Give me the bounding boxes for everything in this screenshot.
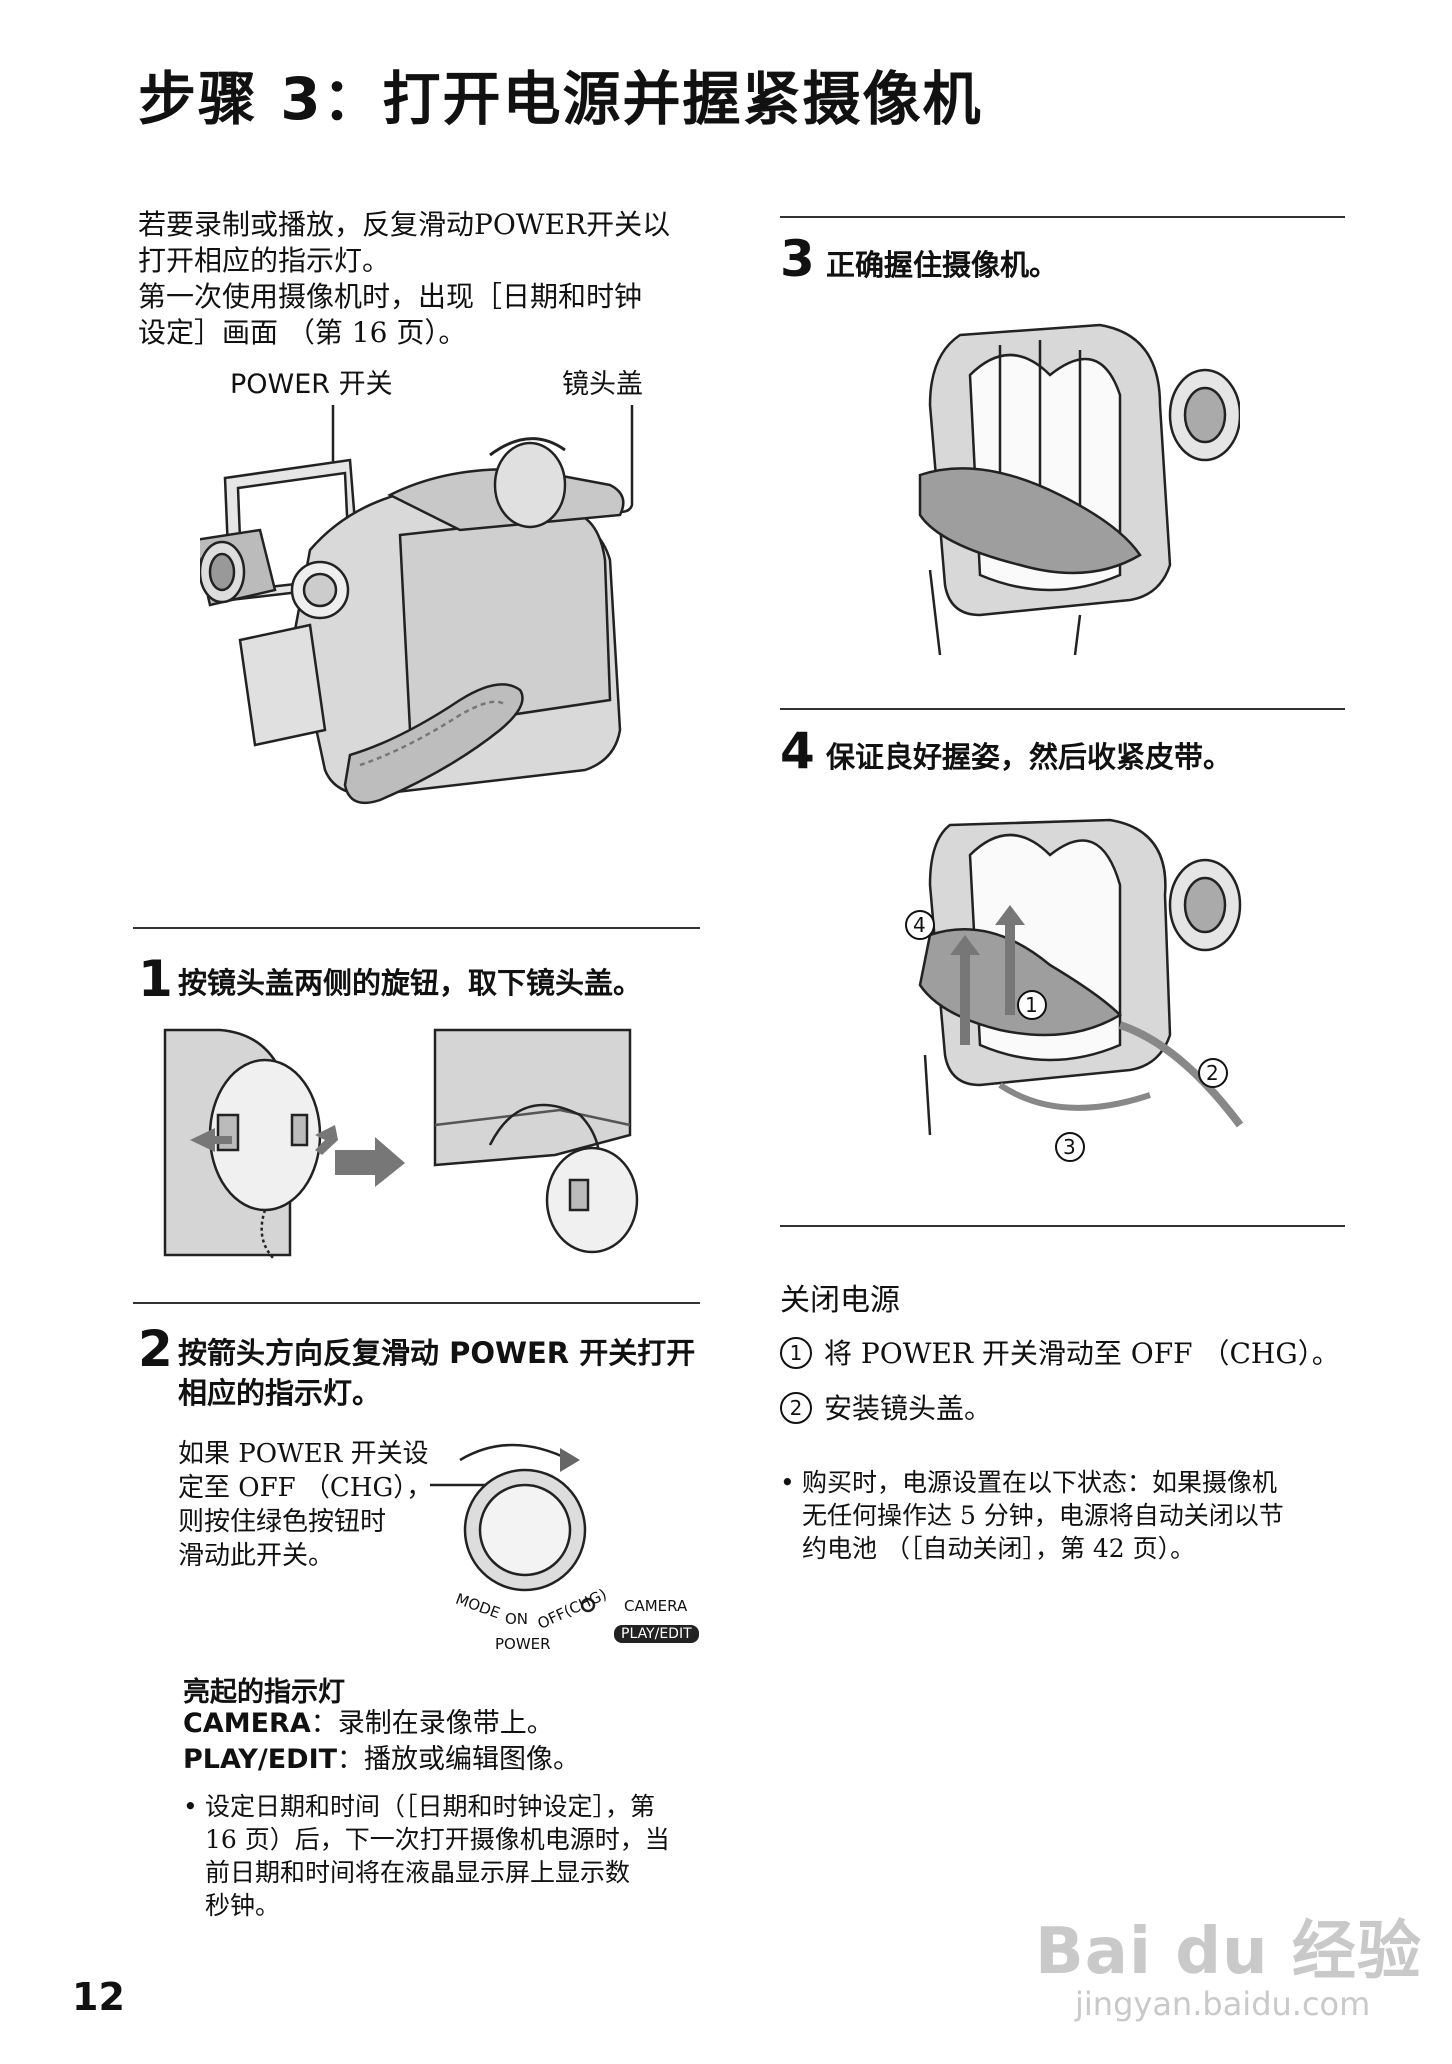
- item-number: 2: [780, 1392, 812, 1424]
- lamps-heading: 亮起的指示灯: [183, 1677, 345, 1708]
- divider: [133, 1302, 700, 1304]
- lamp-playedit-desc: ：播放或编辑图像。: [337, 1744, 581, 1775]
- intro-line: 打开相应的指示灯。: [138, 244, 391, 277]
- intro-line: 若要录制或播放，反复滑动POWER开关以: [138, 208, 671, 241]
- bullet-line: 约电池 （［自动关闭］，第 42 页）。: [802, 1534, 1196, 1563]
- lamps-bullet: • 设定日期和时间（［日期和时钟设定］，第 16 页）后，下一次打开摄像机电源时…: [183, 1790, 703, 1922]
- power-off-bullet: • 购买时，电源设置在以下状态：如果摄像机 无任何操作达 5 分钟，电源将自动关…: [780, 1466, 1350, 1565]
- lamp-camera-label: CAMERA: [183, 1708, 311, 1739]
- step-text-line: 按箭头方向反复滑动 POWER 开关打开: [178, 1336, 696, 1370]
- divider: [780, 1225, 1345, 1227]
- step4-mark-2: 2: [1206, 1061, 1219, 1085]
- step-text: 按箭头方向反复滑动 POWER 开关打开 相应的指示灯。: [178, 1333, 695, 1413]
- bullet-line: 无任何操作达 5 分钟，电源将自动关闭以节: [802, 1501, 1284, 1530]
- lamp-camera-desc: ：录制在录像带上。: [310, 1708, 554, 1739]
- power-off-item: 1 将 POWER 开关滑动至 OFF （CHG）。: [780, 1336, 1340, 1372]
- watermark-logo: Bai du 经验: [1035, 1915, 1422, 1989]
- step4-mark-1: 1: [1025, 993, 1038, 1017]
- dial-power-label: POWER: [495, 1635, 551, 1653]
- watermark-url: jingyan.baidu.com: [1075, 1985, 1371, 2023]
- step-text-line: 相应的指示灯。: [178, 1376, 382, 1410]
- camera-lamp-label: CAMERA: [624, 1597, 688, 1615]
- step-number: 3: [780, 230, 815, 288]
- bullet-line: 16 页）后，下一次打开摄像机电源时，当: [205, 1825, 670, 1854]
- intro-text: 若要录制或播放，反复滑动POWER开关以 打开相应的指示灯。 第一次使用摄像机时…: [138, 207, 698, 351]
- intro-line: 第一次使用摄像机时，出现［日期和时钟: [138, 280, 643, 313]
- lens-cap-label: 镜头盖: [562, 369, 643, 400]
- step-number: 2: [138, 1320, 173, 1378]
- item-number: 1: [780, 1337, 812, 1369]
- divider: [780, 708, 1345, 710]
- step-number: 1: [138, 950, 173, 1008]
- lamp-playedit-label: PLAY/EDIT: [183, 1744, 338, 1775]
- step4-mark-3: 3: [1063, 1135, 1076, 1159]
- page-number: 12: [72, 1975, 125, 2019]
- bullet-line: 秒钟。: [205, 1891, 281, 1920]
- intro-line: 设定］画面 （第 16 页）。: [138, 316, 467, 349]
- power-dial-illustration: [430, 1443, 596, 1613]
- bullet-dot: •: [183, 1792, 198, 1821]
- power-switch-label: POWER 开关: [230, 369, 393, 400]
- page-title: 步骤 3：打开电源并握紧摄像机: [138, 65, 983, 133]
- lens-cap-removal-illustration: [163, 1028, 639, 1261]
- bullet-line: 设定日期和时间（［日期和时钟设定］，第: [205, 1792, 656, 1821]
- step4-mark-4: 4: [913, 913, 926, 937]
- note-line: 则按住绿色按钮时: [178, 1507, 387, 1537]
- step-number: 4: [780, 722, 815, 780]
- power-note: 如果 POWER 开关设 定至 OFF （CHG）， 则按住绿色按钮时 滑动此开…: [178, 1437, 438, 1573]
- grip-camera-illustration: [918, 323, 1240, 656]
- note-line: 定至 OFF （CHG），: [178, 1473, 433, 1503]
- tighten-strap-illustration: 4 1 2 3: [905, 818, 1244, 1162]
- bullet-line: 购买时，电源设置在以下状态：如果摄像机: [802, 1468, 1278, 1497]
- camcorder-illustration: [200, 405, 634, 805]
- step-text: 保证良好握姿，然后收紧皮带。: [826, 740, 1233, 774]
- item-text: 将 POWER 开关滑动至 OFF （CHG）。: [824, 1337, 1340, 1370]
- note-line: 如果 POWER 开关设: [178, 1439, 429, 1469]
- power-off-heading: 关闭电源: [780, 1283, 900, 1318]
- power-off-item: 2 安装镜头盖。: [780, 1391, 992, 1427]
- playedit-lamp-label: PLAY/EDIT: [614, 1625, 699, 1643]
- step-text: 正确握住摄像机。: [826, 248, 1059, 282]
- bullet-dot: •: [780, 1468, 795, 1497]
- note-line: 滑动此开关。: [178, 1541, 335, 1571]
- item-text: 安装镜头盖。: [824, 1392, 993, 1425]
- divider: [133, 927, 700, 929]
- bullet-line: 前日期和时间将在液晶显示屏上显示数: [205, 1858, 631, 1887]
- step-text: 按镜头盖两侧的旋钮，取下镜头盖。: [178, 966, 643, 1000]
- divider: [780, 216, 1345, 218]
- lamp-playedit: PLAY/EDIT：播放或编辑图像。: [183, 1742, 580, 1778]
- dial-on-label: ON: [505, 1610, 529, 1628]
- lamp-camera: CAMERA：录制在录像带上。: [183, 1706, 554, 1742]
